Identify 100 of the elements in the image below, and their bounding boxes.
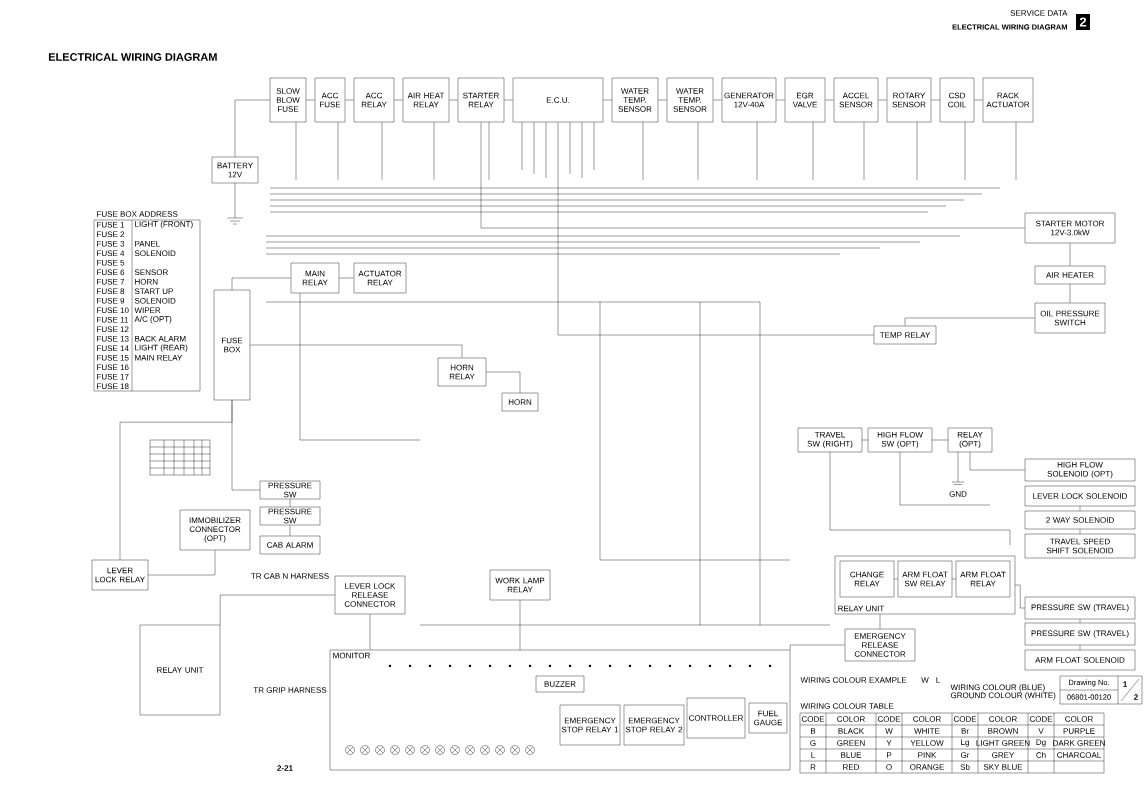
table-cell: HORN bbox=[135, 278, 158, 285]
switch-box: OIL PRESSURE SWITCH bbox=[1034, 302, 1106, 334]
table-cell: FUSE 10 bbox=[97, 307, 129, 314]
wire bbox=[148, 550, 216, 576]
sensor-box: WATER TEMP. SENSOR bbox=[611, 77, 659, 123]
alarm-box: CAB ALARM bbox=[259, 535, 321, 555]
table-cell: PURPLE bbox=[1063, 728, 1095, 734]
generator-box: GENERATOR 12V-40A bbox=[721, 77, 777, 123]
table-cell: FUSE 15 bbox=[97, 354, 129, 361]
relay-box: HORN RELAY bbox=[437, 357, 487, 387]
table-cell: SKY BLUE bbox=[983, 764, 1023, 770]
table-cell: PANEL bbox=[135, 241, 160, 247]
table-cell: Gr bbox=[960, 752, 970, 758]
solenoid-box: TRAVEL SPEED SHIFT SOLENOID bbox=[1024, 533, 1136, 559]
buzzer-box: BUZZER bbox=[535, 675, 585, 693]
switch-box: PRESSURE SW bbox=[259, 480, 321, 500]
table-cell: CODE bbox=[877, 716, 901, 722]
wire bbox=[306, 99, 315, 101]
horn-box: HORN bbox=[501, 392, 539, 412]
wire bbox=[480, 122, 1025, 229]
solenoid-box: ARM FLOAT SOLENOID bbox=[1024, 649, 1136, 671]
label-text: TR CAB N HARNESS bbox=[251, 573, 329, 579]
table-cell: GREY bbox=[992, 752, 1015, 758]
wire bbox=[231, 400, 260, 491]
solenoid-box: 2 WAY SOLENOID bbox=[1024, 510, 1136, 530]
coil-box: CSD COIL bbox=[939, 77, 975, 123]
table-cell: Lg bbox=[961, 739, 969, 747]
table-cell: FUSE 6 bbox=[97, 269, 125, 276]
table-cell: COLOR bbox=[913, 716, 941, 722]
table-cell: CHARCOAL bbox=[1057, 752, 1101, 758]
wire bbox=[394, 99, 403, 101]
sensor-box: ACCEL SENSOR bbox=[833, 77, 879, 123]
switch-box: HIGH FLOW SW (OPT) bbox=[867, 427, 933, 453]
table-cell: RED bbox=[843, 764, 860, 770]
heading: ELECTRICAL WIRING DIAGRAM bbox=[48, 53, 217, 61]
wire bbox=[931, 99, 940, 101]
relay-box: ARM FLOAT SW RELAY bbox=[897, 560, 953, 598]
controller-box: CONTROLLER bbox=[686, 697, 746, 739]
wire bbox=[369, 614, 371, 650]
switch-box: TRAVEL SW (RIGHT) bbox=[797, 427, 863, 453]
relay-unit-box: RELAY UNIT bbox=[139, 624, 221, 716]
table-cell: FUSE 2 bbox=[97, 231, 125, 238]
table-cell: START UP bbox=[134, 288, 173, 295]
table-cell: COLOR bbox=[989, 716, 1017, 722]
table-cell: Dg bbox=[1036, 739, 1046, 747]
relay-box: ACC RELAY bbox=[353, 77, 395, 123]
table-cell: CODE bbox=[1029, 716, 1053, 722]
relay-box: RELAY (OPT) bbox=[947, 427, 993, 453]
gauge-box: FUEL GAUGE bbox=[748, 702, 788, 734]
table-cell: FUSE 12 bbox=[97, 326, 129, 333]
wire bbox=[776, 99, 785, 101]
table-title: FUSE BOX ADDRESS bbox=[97, 211, 178, 217]
wire bbox=[1079, 529, 1081, 534]
table-cell: WHITE bbox=[914, 728, 940, 734]
wire bbox=[220, 594, 335, 625]
table-cell: B bbox=[811, 728, 816, 734]
table-cell: BACK ALARM bbox=[135, 335, 186, 342]
table-cell: A/C (OPT) bbox=[134, 316, 172, 324]
code-letter: L bbox=[936, 677, 940, 683]
wire bbox=[486, 371, 521, 393]
wire bbox=[904, 317, 1035, 326]
table-cell: SOLENOID bbox=[134, 297, 176, 304]
switch-box: PRESSURE SW (TRAVEL) bbox=[1024, 596, 1136, 620]
table-cell: COLOR bbox=[837, 716, 865, 722]
wire bbox=[231, 277, 291, 290]
wire bbox=[952, 578, 956, 580]
wire bbox=[969, 452, 1025, 471]
table-cell: P bbox=[887, 752, 892, 758]
table-cell: SENSOR bbox=[134, 269, 168, 276]
table-cell: O bbox=[886, 764, 892, 770]
wire bbox=[1069, 243, 1071, 266]
relay-box: TEMP RELAY bbox=[873, 325, 937, 345]
table-cell: BROWN bbox=[988, 728, 1018, 734]
table-cell: G bbox=[810, 740, 816, 746]
wire bbox=[1015, 584, 1025, 609]
wire bbox=[519, 600, 521, 650]
wire bbox=[825, 99, 834, 101]
solenoid-box: HIGH FLOW SOLENOID (OPT) bbox=[1024, 458, 1136, 482]
table-cell: FUSE 16 bbox=[97, 364, 129, 371]
table-cell: ORANGE bbox=[910, 764, 944, 770]
table-cell: FUSE 5 bbox=[97, 259, 125, 266]
table-cell: Ch bbox=[1036, 752, 1046, 758]
table-cell: MAIN RELAY bbox=[135, 355, 183, 361]
table-cell: DARK GREEN bbox=[1053, 740, 1105, 746]
wire bbox=[878, 99, 887, 101]
table-cell: FUSE 1 bbox=[97, 221, 125, 228]
table-cell: Y bbox=[886, 740, 892, 746]
table-cell: Br bbox=[961, 728, 969, 734]
table-cell: LIGHT (FRONT) bbox=[135, 221, 193, 229]
table-cell: FUSE 4 bbox=[97, 250, 125, 257]
table-cell: FUSE 9 bbox=[97, 297, 125, 304]
relay-box: AIR HEAT RELAY bbox=[402, 77, 450, 123]
wire bbox=[932, 439, 948, 441]
connector-box: EMERGENCY RELEASE CONNECTOR bbox=[844, 628, 916, 662]
wire bbox=[974, 99, 983, 101]
sensor-box: WATER TEMP. SENSOR bbox=[666, 77, 714, 123]
table-cell: FUSE 13 bbox=[97, 335, 129, 342]
header-text: SERVICE DATA bbox=[1010, 10, 1068, 16]
wire bbox=[603, 99, 612, 101]
relay-box: ARM FLOAT RELAY bbox=[955, 560, 1011, 598]
